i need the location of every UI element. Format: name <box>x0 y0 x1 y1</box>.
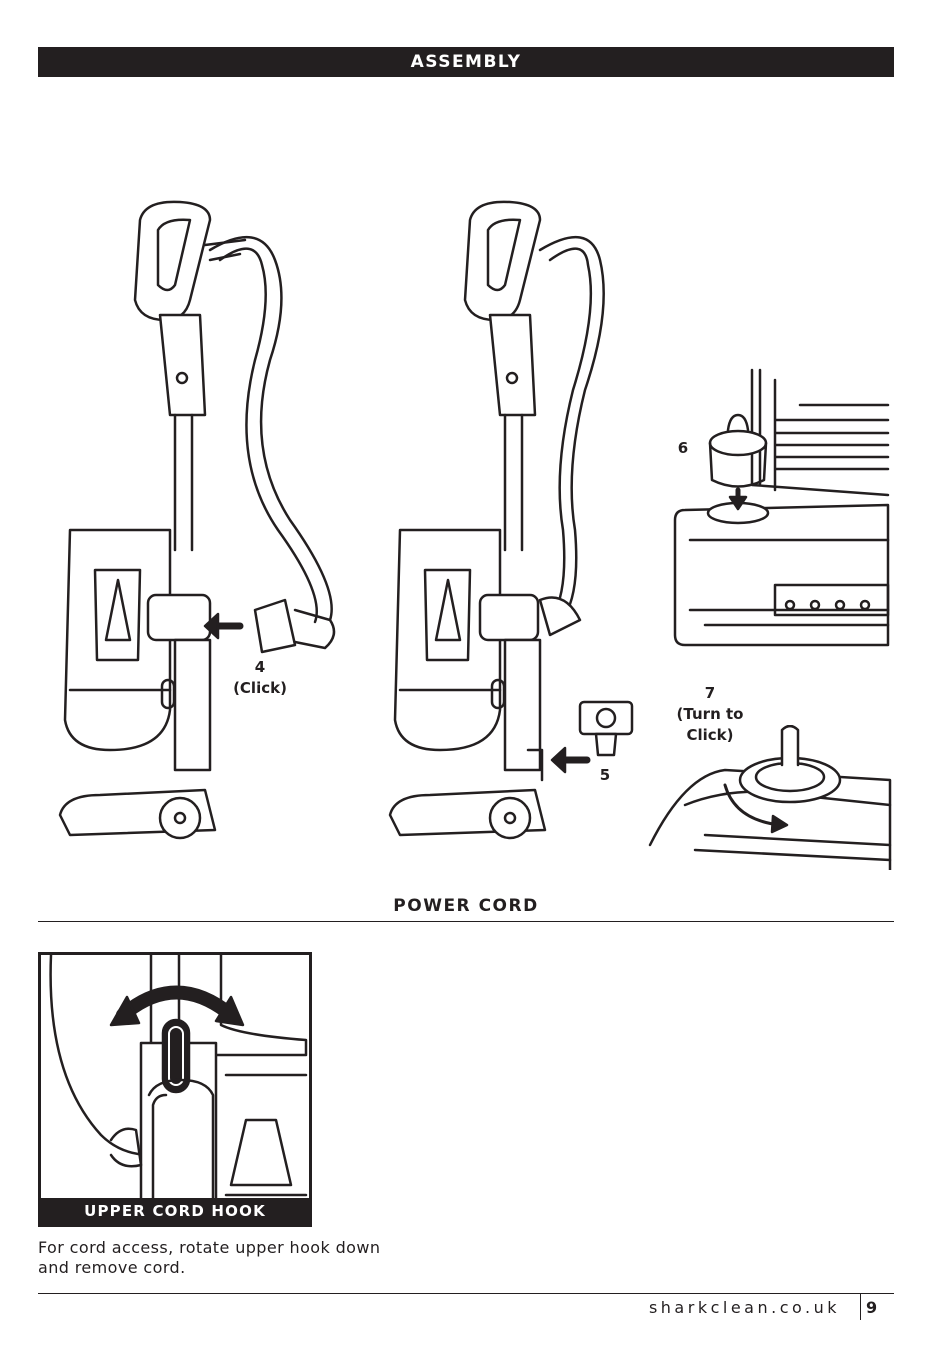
power-cord-description: For cord access, rotate upper hook down … <box>38 1238 438 1278</box>
description-line-1: For cord access, rotate upper hook down <box>38 1238 438 1258</box>
footer-divider <box>38 1293 894 1294</box>
footer-website: sharkclean.co.uk <box>600 1298 840 1317</box>
upper-cord-hook-photo: UPPER CORD HOOK <box>38 952 312 1227</box>
step-6-number: 6 <box>668 438 698 459</box>
step-4-number: 4 <box>230 657 290 678</box>
vacuum-illustration-step-5 <box>380 190 640 850</box>
footer-separator <box>860 1294 861 1320</box>
step-7-number: 7 <box>670 683 750 704</box>
step-7-note-line1: (Turn to <box>660 704 760 725</box>
filter-turn-illustration-step-7 <box>645 725 892 870</box>
filter-insert-illustration-step-6 <box>660 365 892 650</box>
step-7-note-line2: Click) <box>660 725 760 746</box>
section-header-assembly: ASSEMBLY <box>38 47 894 77</box>
description-line-2: and remove cord. <box>38 1258 438 1278</box>
photo-caption: UPPER CORD HOOK <box>41 1198 309 1224</box>
page-number: 9 <box>866 1298 877 1317</box>
section-divider <box>38 921 894 922</box>
step-4-note: (Click) <box>215 678 305 699</box>
upper-cord-hook-illustration <box>41 955 309 1201</box>
step-5-number: 5 <box>590 765 620 786</box>
vacuum-illustration-step-4 <box>40 190 350 850</box>
section-title-power-cord: POWER CORD <box>38 896 894 916</box>
